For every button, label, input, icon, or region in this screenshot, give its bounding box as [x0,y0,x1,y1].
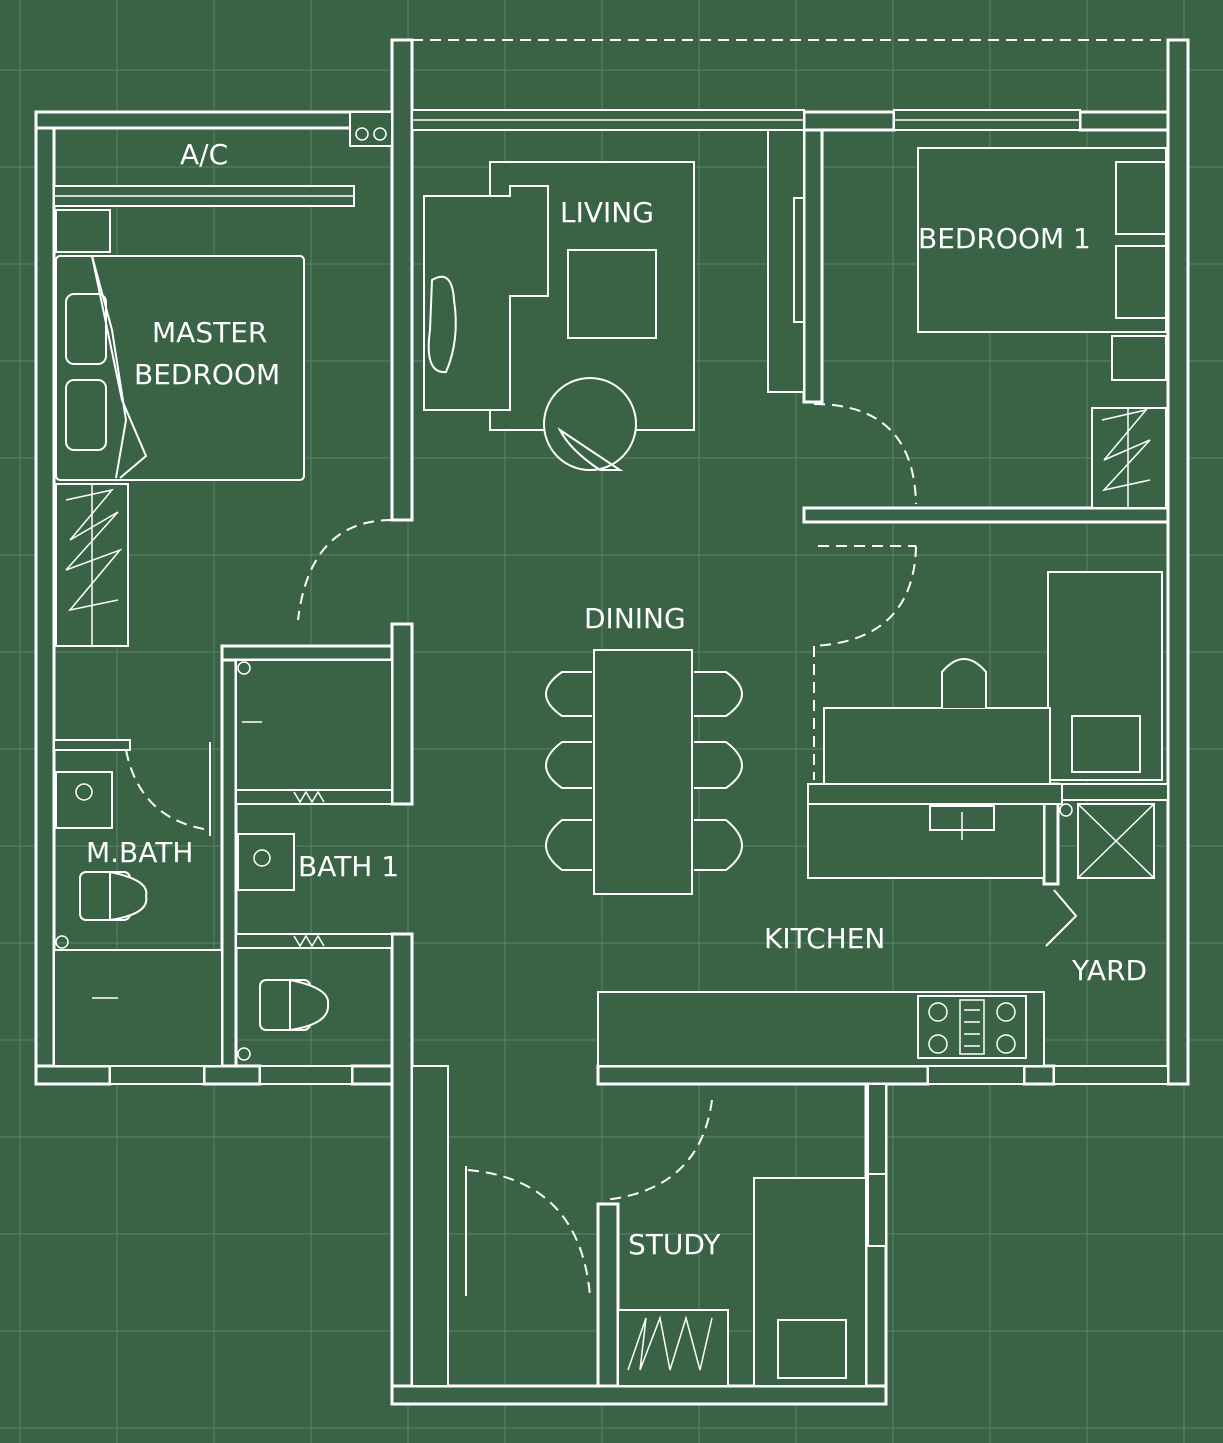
dining-furniture [545,649,743,895]
windows [53,109,1169,1247]
label-dining: DINING [584,602,686,635]
label-master-line1: MASTER [152,316,267,349]
label-yard: YARD [1071,954,1147,987]
label-study: STUDY [628,1228,721,1261]
room-labels: A/C LIVING BEDROOM 1 MASTER BEDROOM DINI… [86,138,1147,1261]
label-kitchen: KITCHEN [764,922,885,955]
study-furniture [411,1065,867,1387]
door-swings [125,403,917,1297]
walls [34,38,1190,1406]
master-bedroom-furniture [53,209,305,751]
bath1-fixtures [235,659,393,1061]
label-mbath: M.BATH [86,836,193,869]
yard-fixtures [1045,803,1155,947]
label-bath1: BATH 1 [298,850,399,883]
label-living: LIVING [560,196,654,229]
label-ac: A/C [180,138,228,171]
master-bath-fixtures [53,771,223,1067]
label-master-line2: BEDROOM [134,358,280,391]
bedroom1-furniture [917,147,1167,509]
kitchen-fixtures [597,571,1163,1067]
living-furniture [423,129,805,471]
label-bedroom1: BEDROOM 1 [918,222,1091,255]
ac-ledge [349,111,393,147]
